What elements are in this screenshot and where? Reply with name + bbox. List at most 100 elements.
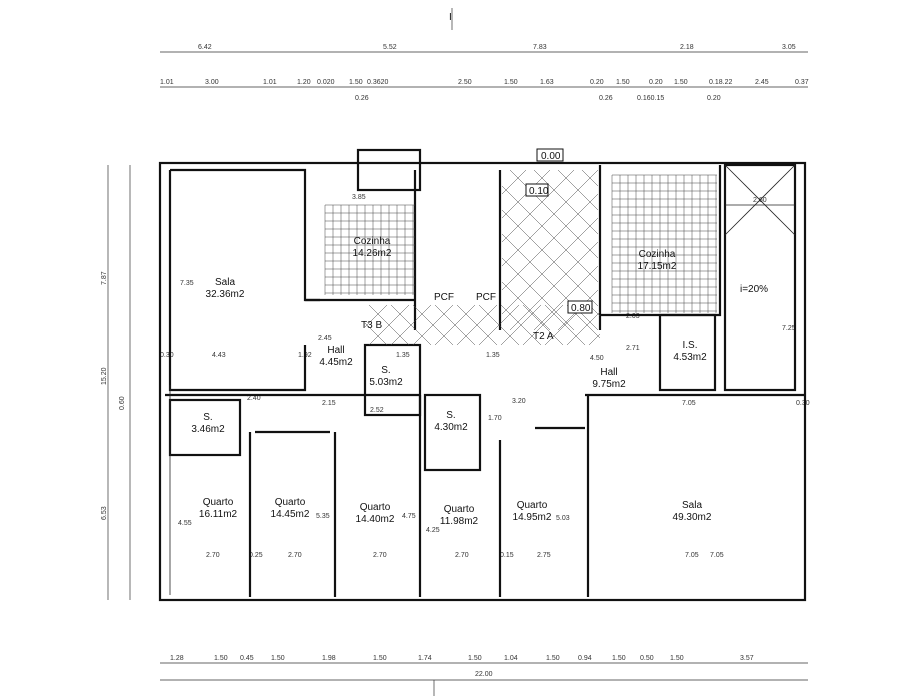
room-name: Quarto — [203, 497, 234, 508]
room-area: 14.45m2 — [271, 509, 310, 520]
dimension-label: 2.50 — [458, 79, 472, 86]
dimension-label: 0.26 — [599, 95, 613, 102]
room-name: Hall — [327, 345, 344, 356]
tile-line — [502, 170, 551, 219]
dimension-label: 0.18.22 — [709, 79, 732, 86]
annotations: 0.00 0.10 0.80 PCF PCF T3 B T2 A i=20% I — [361, 12, 768, 342]
dimension-label: 0.20 — [590, 79, 604, 86]
room-area: 4.45m2 — [319, 357, 353, 368]
tile-line — [365, 305, 388, 328]
tile-line — [502, 170, 575, 243]
room-name: Quarto — [517, 500, 548, 511]
room-name: S. — [381, 365, 390, 376]
dimension-label: 5.52 — [383, 44, 397, 51]
tile-line — [502, 217, 598, 315]
dimension-label: 3.57 — [740, 655, 754, 662]
tile-line — [533, 265, 598, 330]
dimension-label: 1.04 — [504, 655, 518, 662]
dimension-label: 2.70 — [288, 552, 302, 559]
tile-patterns — [324, 170, 717, 345]
dimension-label: 1.50 — [373, 655, 387, 662]
room-area: 14.40m2 — [356, 514, 395, 525]
dimension-label: 1.63 — [540, 79, 554, 86]
dimension-label: 2.45 — [318, 335, 332, 342]
dimension-label: 1.50 — [674, 79, 688, 86]
dimension-label: 0.20 — [707, 95, 721, 102]
room-area: 14.95m2 — [513, 512, 552, 523]
dimension-label: 0.3620 — [367, 79, 389, 86]
room-area: 11.98m2 — [440, 516, 479, 527]
room-area: 16.11m2 — [199, 509, 238, 520]
dimension-label: 4.55 — [178, 520, 192, 527]
dimension-label: 1.28 — [170, 655, 184, 662]
room-area: 3.46m2 — [191, 424, 225, 435]
dimension-label: 4.43 — [212, 352, 226, 359]
tile-line — [502, 193, 598, 291]
room-area: 5.03m2 — [369, 377, 403, 388]
walls — [158, 148, 807, 602]
room-area: 4.30m2 — [434, 422, 468, 433]
room-area: 9.75m2 — [592, 379, 626, 390]
dimension-lines — [107, 8, 808, 696]
room-labels: Sala32.36m2Cozinha14.26m2Hall4.45m2S.5.0… — [191, 236, 712, 527]
dimension-label: 0.25 — [249, 552, 263, 559]
section-mark: I — [449, 12, 452, 23]
room-name: S. — [203, 412, 212, 423]
dimension-label: 7.05 — [685, 552, 699, 559]
dimension-label: 1.20 — [297, 79, 311, 86]
tile-line — [533, 170, 598, 235]
room-name: Sala — [682, 500, 702, 511]
tile-line — [502, 257, 575, 330]
dimension-label: 3.05 — [782, 44, 796, 51]
tile-line — [502, 170, 598, 267]
dimension-label: 3.00 — [205, 79, 219, 86]
dimension-label: 6.42 — [198, 44, 212, 51]
tile-line — [509, 241, 598, 330]
ramp-slope: i=20% — [740, 284, 768, 295]
dimension-label: 7.05 — [682, 400, 696, 407]
tile-line — [434, 305, 476, 345]
dimension-label: 15.20 — [101, 367, 108, 385]
pcf-left: PCF — [434, 292, 454, 303]
dimension-label: 1.01 — [160, 79, 174, 86]
room-area: 32.36m2 — [206, 289, 245, 300]
tile-line — [500, 305, 542, 345]
dimension-label: 7.25 — [782, 325, 796, 332]
dimension-label: 0.37 — [795, 79, 809, 86]
room-area: 14.26m2 — [353, 248, 392, 259]
dimension-label: 1.50 — [468, 655, 482, 662]
dimension-label: 1.50 — [214, 655, 228, 662]
dimension-label: 0.60 — [119, 396, 126, 410]
dimension-label: 1.50 — [546, 655, 560, 662]
level-lift: 0.10 — [529, 186, 549, 197]
tile-line — [557, 170, 598, 211]
tile-line — [566, 311, 600, 345]
dimension-label: 4.75 — [402, 513, 416, 520]
dimension-label: 1.01 — [263, 79, 277, 86]
dimension-label: 2.40 — [247, 395, 261, 402]
unit-t3-label: T3 B — [361, 320, 382, 331]
dimension-label: 1.35 — [486, 352, 500, 359]
tile-line — [390, 305, 432, 345]
level-landing: 0.80 — [571, 303, 591, 314]
dimension-label: 5.03 — [556, 515, 570, 522]
room-area: 49.30m2 — [673, 512, 712, 523]
dimension-label: 0.94 — [578, 655, 592, 662]
dimension-label: 5.35 — [316, 513, 330, 520]
dimension-label: 2.70 — [373, 552, 387, 559]
dimension-label: 3.85 — [352, 194, 366, 201]
dimension-label: 4.25 — [426, 527, 440, 534]
dimension-label: 2.70 — [206, 552, 220, 559]
dimension-label: 1.50 — [616, 79, 630, 86]
tile-line — [456, 305, 498, 345]
dimension-label: 2.45 — [755, 79, 769, 86]
dimension-label: 2.70 — [455, 552, 469, 559]
dimension-label: 0.020 — [317, 79, 335, 86]
tile-line — [588, 333, 600, 345]
level-entrance: 0.00 — [541, 151, 561, 162]
tile-line — [368, 305, 410, 345]
dimension-label: 3.20 — [512, 398, 526, 405]
dimension-label: 7.05 — [710, 552, 724, 559]
